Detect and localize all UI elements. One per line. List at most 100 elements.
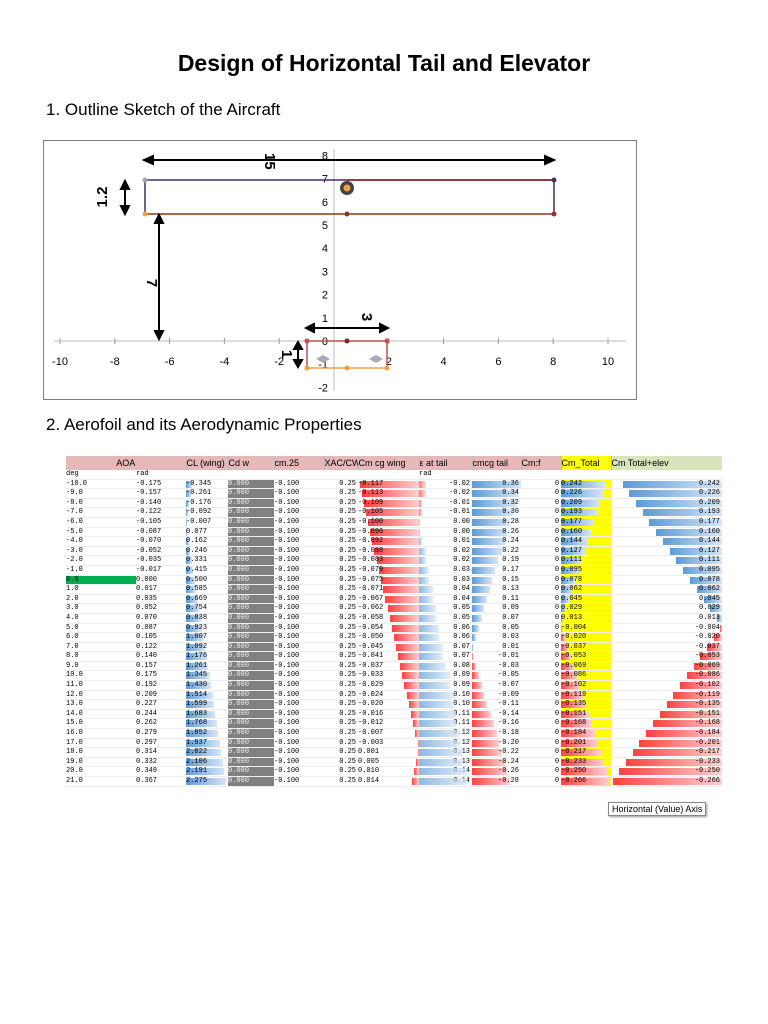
table-cell[interactable]: -0.261 — [186, 488, 229, 499]
table-cell[interactable]: -0.122 — [136, 507, 187, 518]
table-cell[interactable]: 0 — [521, 776, 562, 787]
table-cell[interactable]: -0.007 — [186, 517, 229, 528]
table-cell[interactable]: 0.34 — [472, 488, 522, 499]
unit-cell[interactable] — [472, 470, 522, 480]
table-cell[interactable]: 0.070 — [136, 613, 187, 624]
table-cell[interactable]: 1.092 — [186, 642, 229, 653]
table-cell[interactable]: 0.000 — [228, 738, 275, 749]
table-cell[interactable]: 0.000 — [228, 623, 275, 634]
table-cell[interactable]: 0.14 — [419, 766, 473, 777]
table-cell[interactable]: -0.037 — [358, 661, 420, 672]
table-cell[interactable]: 0.25 — [324, 757, 359, 768]
table-cell[interactable]: 0 — [521, 584, 562, 595]
table-cell[interactable]: -0.012 — [358, 718, 420, 730]
table-cell[interactable]: 20.0 — [66, 766, 136, 777]
table-cell[interactable]: 12.0 — [66, 690, 136, 701]
table-cell[interactable]: 0.10 — [419, 690, 473, 701]
table-cell[interactable]: 0.177 — [561, 517, 612, 528]
table-cell[interactable]: 0.669 — [186, 594, 229, 605]
table-cell[interactable]: 0.000 — [228, 699, 275, 710]
table-cell[interactable]: 0.25 — [324, 661, 359, 672]
table-cell[interactable]: -5.0 — [66, 527, 136, 538]
table-cell[interactable]: 16.0 — [66, 728, 136, 739]
table-cell[interactable]: 0.32 — [472, 498, 522, 509]
table-cell[interactable]: -0.09 — [472, 690, 522, 701]
table-cell[interactable]: 0.175 — [136, 670, 187, 682]
table-cell[interactable]: -0.007 — [358, 728, 420, 739]
table-cell[interactable]: 0.11 — [419, 709, 473, 720]
table-cell[interactable]: -0.037 — [561, 642, 612, 653]
table-cell[interactable]: -0.100 — [274, 594, 325, 605]
column-header[interactable]: Cm:f — [521, 456, 562, 470]
table-cell[interactable]: 9.0 — [66, 661, 136, 672]
table-cell[interactable]: 0.227 — [136, 699, 187, 710]
table-cell[interactable]: 0.06 — [419, 623, 473, 634]
table-cell[interactable]: 0.122 — [136, 642, 187, 653]
table-cell[interactable]: -0.217 — [611, 747, 722, 758]
table-cell[interactable]: 0.000 — [228, 517, 275, 528]
table-cell[interactable]: 4.0 — [66, 613, 136, 624]
table-cell[interactable]: 0.25 — [324, 642, 359, 653]
table-cell[interactable]: 0.297 — [136, 738, 187, 749]
table-cell[interactable]: -0.250 — [611, 766, 722, 777]
table-cell[interactable]: 0.000 — [228, 661, 275, 672]
table-cell[interactable]: 19.0 — [66, 757, 136, 768]
table-cell[interactable]: -0.029 — [358, 680, 420, 691]
table-cell[interactable]: 2.275 — [186, 776, 229, 787]
table-cell[interactable]: 0 — [521, 594, 562, 605]
table-cell[interactable]: 0.105 — [136, 632, 187, 643]
table-cell[interactable]: 0.013 — [611, 613, 722, 624]
table-cell[interactable]: 5.0 — [66, 623, 136, 634]
table-cell[interactable]: -0.067 — [358, 594, 420, 605]
table-cell[interactable]: -0.087 — [136, 527, 187, 538]
table-cell[interactable]: 0.226 — [561, 488, 612, 499]
table-cell[interactable]: -0.100 — [274, 613, 325, 624]
unit-cell[interactable]: rad — [419, 470, 473, 480]
table-cell[interactable]: 1.599 — [186, 699, 229, 710]
table-cell[interactable]: 0.000 — [228, 536, 275, 547]
table-cell[interactable]: 0.25 — [324, 603, 359, 614]
table-cell[interactable]: 0 — [521, 555, 562, 566]
table-cell[interactable]: 0.029 — [561, 603, 612, 614]
table-cell[interactable]: -0.100 — [274, 738, 325, 749]
unit-cell[interactable] — [274, 470, 325, 480]
table-cell[interactable]: 0 — [521, 747, 562, 758]
table-cell[interactable]: -0.075 — [358, 575, 420, 586]
unit-cell[interactable] — [521, 470, 562, 480]
table-cell[interactable]: 15.0 — [66, 718, 136, 730]
table-cell[interactable]: 0.15 — [472, 575, 522, 586]
table-cell[interactable]: 0.192 — [136, 680, 187, 691]
table-cell[interactable]: 0.000 — [228, 479, 275, 490]
table-cell[interactable]: 2.0 — [66, 594, 136, 605]
table-cell[interactable]: -0.041 — [358, 651, 420, 662]
table-cell[interactable]: -0.201 — [611, 738, 722, 749]
table-cell[interactable]: -0.100 — [274, 498, 325, 509]
table-cell[interactable]: 0.062 — [611, 584, 722, 595]
table-cell[interactable]: -0.058 — [358, 613, 420, 624]
table-cell[interactable]: 0.160 — [561, 527, 612, 538]
table-cell[interactable]: 0.078 — [561, 575, 612, 586]
table-cell[interactable]: 0.25 — [324, 690, 359, 701]
table-cell[interactable]: -7.0 — [66, 507, 136, 518]
table-cell[interactable]: -0.20 — [472, 738, 522, 749]
table-cell[interactable]: -0.102 — [561, 680, 612, 691]
table-cell[interactable]: -0.345 — [186, 479, 229, 490]
table-cell[interactable]: 0.00 — [419, 527, 473, 538]
table-cell[interactable]: -0.052 — [136, 546, 187, 557]
unit-cell[interactable] — [561, 470, 612, 480]
table-cell[interactable]: 0 — [521, 680, 562, 691]
table-cell[interactable]: 0.25 — [324, 584, 359, 595]
table-cell[interactable]: -0.020 — [358, 699, 420, 710]
table-cell[interactable]: 0.000 — [228, 507, 275, 518]
table-cell[interactable]: 0.25 — [324, 507, 359, 518]
table-cell[interactable]: 0.13 — [472, 584, 522, 595]
table-cell[interactable]: 0.11 — [419, 718, 473, 730]
table-cell[interactable]: 0.08 — [419, 661, 473, 672]
table-cell[interactable]: 14.0 — [66, 709, 136, 720]
table-cell[interactable]: 13.0 — [66, 699, 136, 710]
table-cell[interactable]: 0 — [521, 728, 562, 739]
table-cell[interactable]: -0.053 — [611, 651, 722, 662]
table-cell[interactable]: -0.105 — [136, 517, 187, 528]
table-cell[interactable]: 0.07 — [472, 613, 522, 624]
table-cell[interactable]: -0.100 — [274, 479, 325, 490]
